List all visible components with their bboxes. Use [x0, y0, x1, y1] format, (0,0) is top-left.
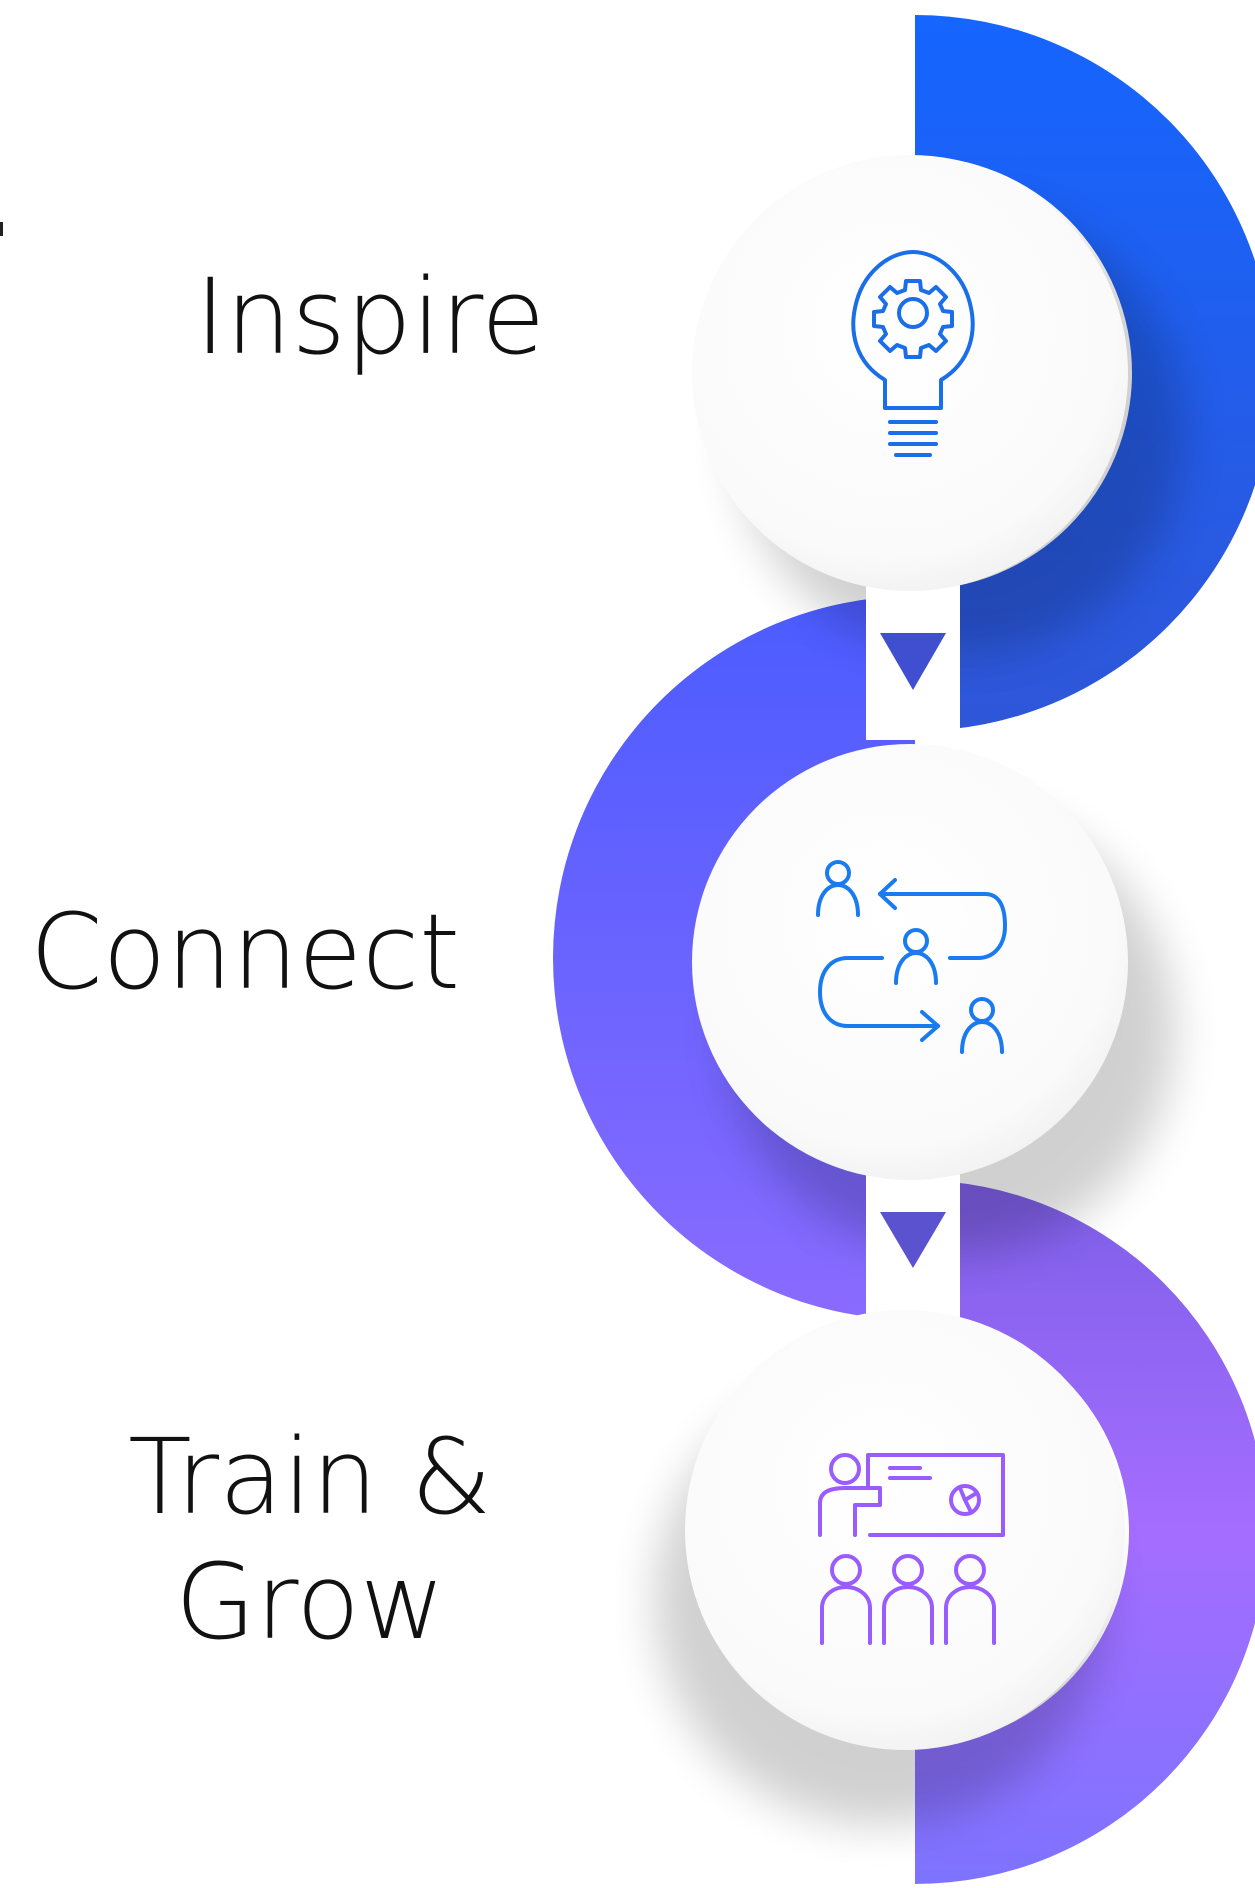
stray-mark: [0, 222, 3, 236]
lightbulb-gear-icon: [851, 250, 975, 457]
step-title-train: Train & Grow: [100, 1415, 520, 1665]
step-circle-inspire: [692, 155, 1128, 591]
step-circle-train: [685, 1310, 1125, 1750]
people-network-icon: [816, 860, 1007, 1054]
ribbon-arc-middle: [553, 596, 915, 1320]
step-title-train-line1: Train &: [128, 1416, 492, 1538]
ribbon-arc-bottom: [915, 1180, 1255, 1884]
ribbon-arc-top: [915, 15, 1255, 731]
step-title-train-line2: Grow: [175, 1540, 445, 1663]
down-arrow-2: [880, 1212, 946, 1268]
step-title-inspire: Inspire: [195, 256, 546, 378]
step-circle-connect: [692, 744, 1128, 1180]
presentation-training-icon: [818, 1453, 1005, 1645]
step-title-connect: Connect: [30, 891, 461, 1013]
down-arrow-1: [880, 633, 946, 690]
